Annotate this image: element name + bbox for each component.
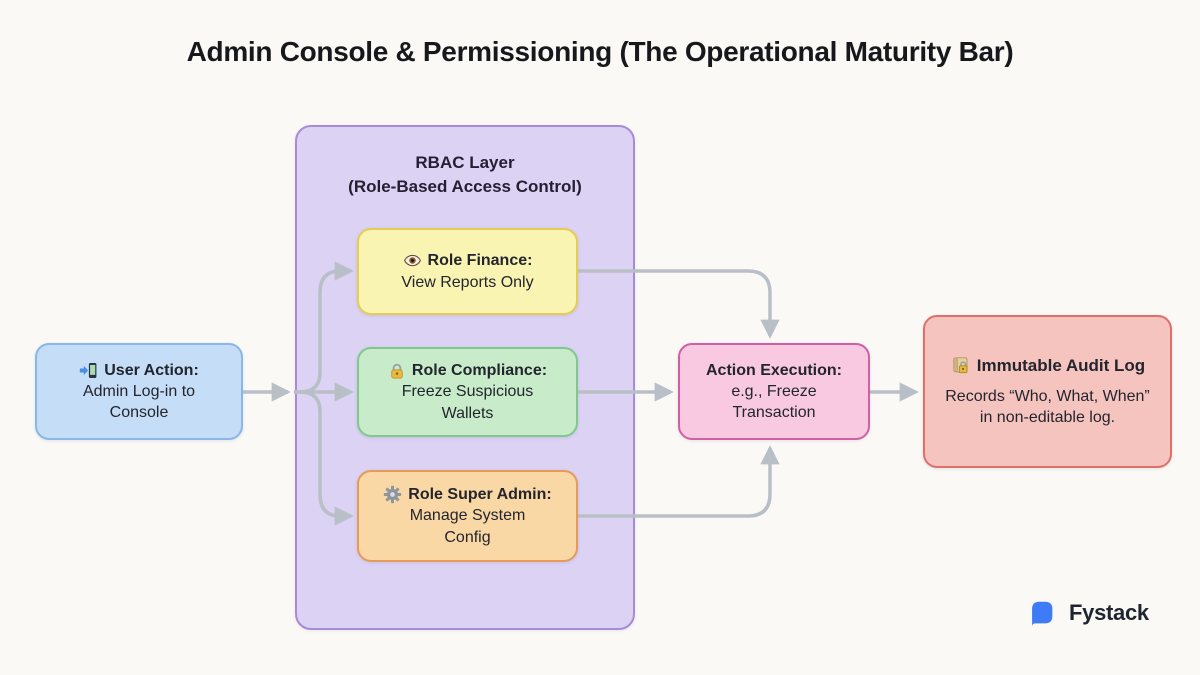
audit-log-node: Immutable Audit Log Records “Who, What, … <box>923 315 1172 468</box>
phone-arrow-icon <box>79 361 98 380</box>
role-super-admin-title: Role Super Admin: <box>383 484 552 505</box>
role-compliance-node: Role Compliance: Freeze Suspicious Walle… <box>357 347 578 437</box>
brand-logo: Fystack <box>1024 595 1149 631</box>
brand-logo-text: Fystack <box>1069 600 1149 625</box>
action-execution-body: e.g., Freeze Transaction <box>731 382 817 422</box>
fystack-bubble-icon <box>1024 595 1060 631</box>
eye-icon <box>403 251 422 270</box>
user-action-title: User Action: <box>79 360 199 381</box>
role-finance-node: Role Finance: View Reports Only <box>357 228 578 315</box>
role-super-admin-body: Manage System Config <box>409 507 526 546</box>
scroll-lock-icon <box>950 355 971 376</box>
gear-icon <box>383 485 402 504</box>
action-execution-node: Action Execution: e.g., Freeze Transacti… <box>678 343 870 440</box>
padlock-icon <box>388 362 406 380</box>
user-action-body: Admin Log-in to Console <box>82 382 196 422</box>
audit-log-title: Immutable Audit Log <box>950 355 1145 377</box>
rbac-layer-title: RBAC Layer <box>415 153 515 172</box>
role-compliance-title: Role Compliance: <box>388 360 547 381</box>
role-compliance-body: Freeze Suspicious Wallets <box>401 383 534 422</box>
audit-log-body: Records “Who, What, When” in non-editabl… <box>945 388 1150 427</box>
rbac-layer-header: RBAC Layer (Role-Based Access Control) <box>297 151 633 199</box>
user-action-node: User Action: Admin Log-in to Console <box>35 343 243 440</box>
page-title: Admin Console & Permissioning (The Opera… <box>186 36 1014 67</box>
role-finance-title: Role Finance: <box>403 250 532 271</box>
action-execution-title: Action Execution: <box>705 361 842 379</box>
role-super-admin-node: Role Super Admin: Manage System Config <box>357 470 578 562</box>
rbac-layer-subtitle: (Role-Based Access Control) <box>348 176 582 196</box>
role-finance-body: View Reports Only <box>401 273 534 291</box>
